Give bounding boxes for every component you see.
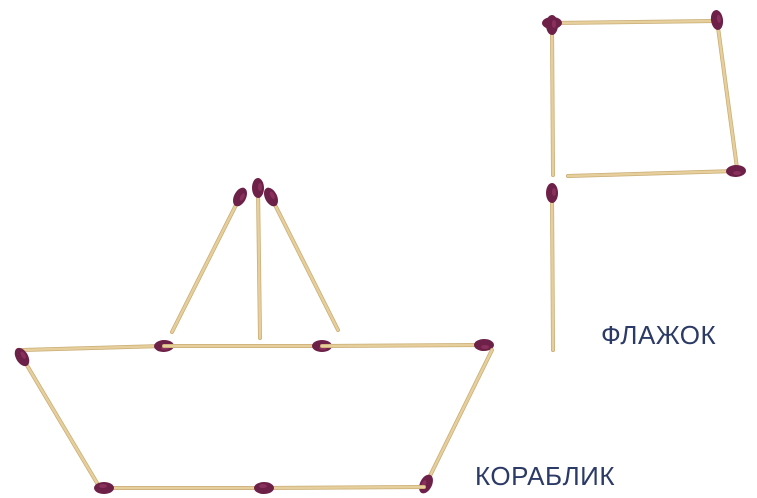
flag-match [542, 17, 716, 29]
boat-figure [12, 178, 494, 496]
boat-match [252, 178, 264, 338]
boat-match [164, 340, 332, 352]
boat-match [22, 340, 174, 353]
boat-match [261, 185, 338, 330]
boat-match [322, 339, 494, 351]
boat-match [94, 482, 262, 494]
boat-match [12, 345, 100, 488]
flag-label: ФЛАЖОК [601, 320, 716, 351]
boat-label: КОРАБЛИК [475, 461, 615, 492]
flag-match [546, 15, 558, 175]
flag-figure [542, 9, 746, 350]
flag-match [568, 165, 746, 178]
flag-match [546, 183, 558, 350]
boat-match [254, 482, 424, 494]
boat-match [172, 185, 250, 332]
flag-match [710, 9, 737, 168]
